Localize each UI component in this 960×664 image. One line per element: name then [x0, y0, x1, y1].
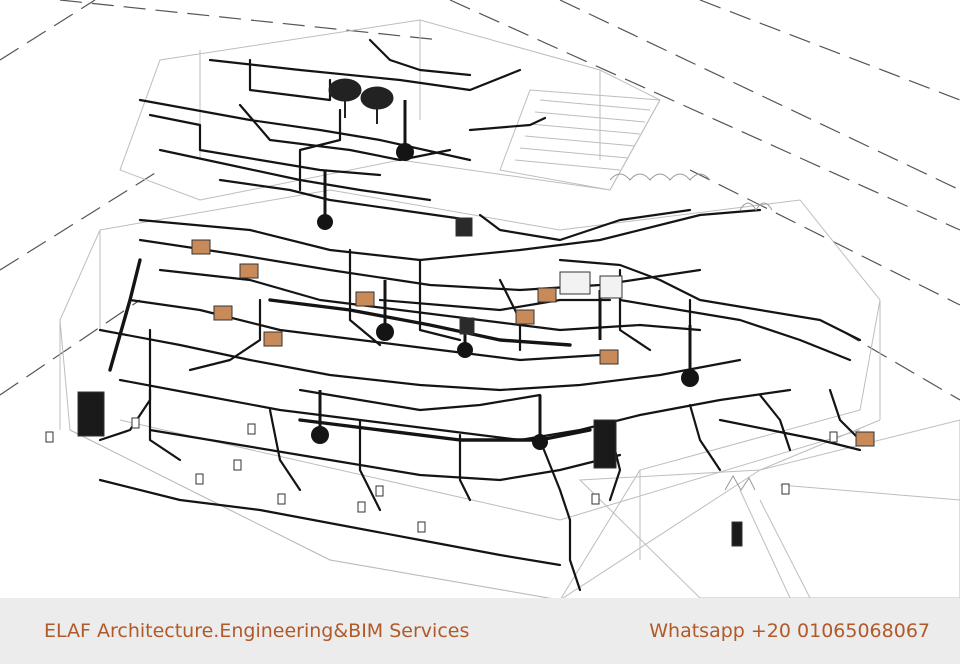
- grid-lines: [0, 0, 960, 401]
- equipment-units: [77, 217, 875, 547]
- plant-decor: [609, 173, 773, 491]
- company-name: ELAF Architecture.Engineering&BIM Servic…: [44, 620, 470, 642]
- pipe-network: [98, 38, 862, 592]
- contact-whatsapp: Whatsapp +20 01065068067: [649, 620, 930, 642]
- isometric-plumbing-drawing: [0, 0, 960, 598]
- satellite-dish-icons: [328, 78, 394, 124]
- footer-bar: ELAF Architecture.Engineering&BIM Servic…: [0, 598, 960, 664]
- building-outline: [59, 19, 960, 598]
- fittings: [45, 417, 838, 533]
- manifold-clusters: [311, 143, 699, 450]
